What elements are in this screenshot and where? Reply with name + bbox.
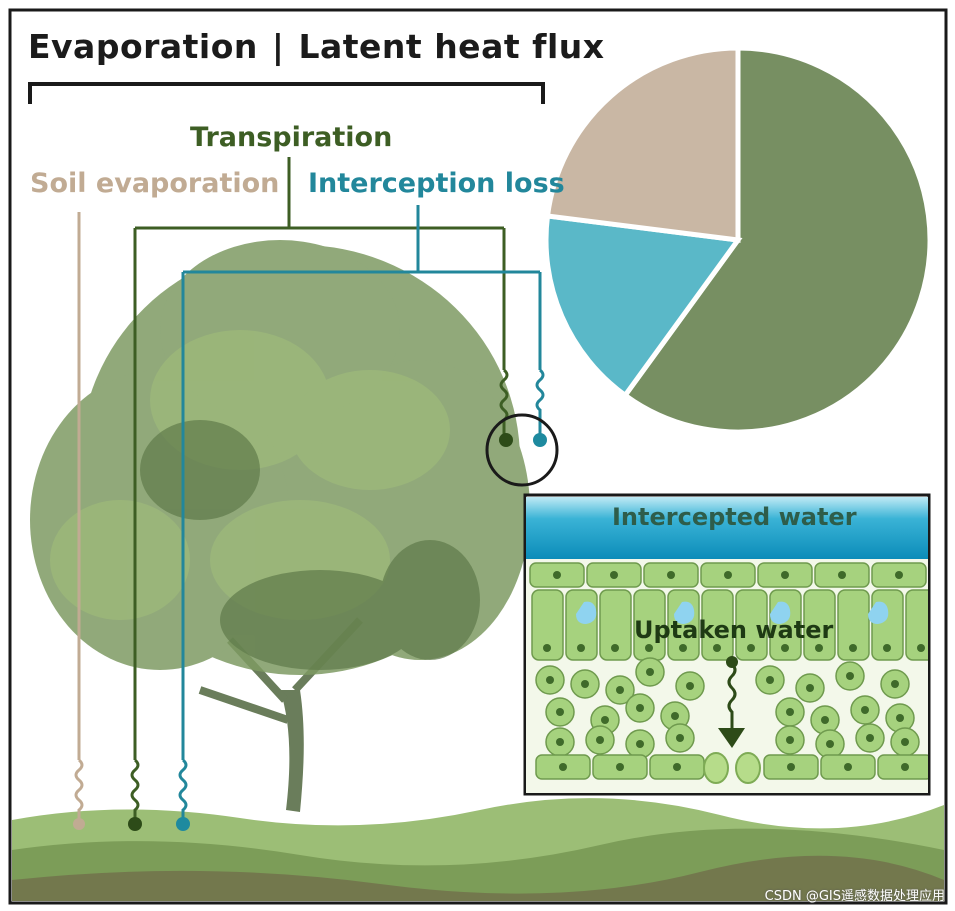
- magnifier-circle: [485, 413, 559, 487]
- ground-grass: [12, 798, 944, 901]
- connector-lines: [77, 157, 542, 760]
- leaf-transpiration-dot: [499, 433, 513, 447]
- leaf-interception-dot: [533, 433, 547, 447]
- uptaken-water-arrow: [727, 662, 737, 730]
- uptaken-water-label: Uptaken water: [634, 616, 834, 644]
- pie-slice-transpiration: [621, 45, 933, 435]
- stoma-guard-cell: [703, 752, 729, 784]
- interception-dot: [176, 817, 190, 831]
- pie-slice-soil-evaporation: [544, 45, 741, 243]
- stoma-guard-cell: [735, 752, 761, 784]
- title-separator: |: [271, 27, 285, 66]
- leaf-cells: [529, 562, 928, 780]
- transpiration-label: Transpiration: [190, 122, 393, 153]
- soil-evaporation-dot: [73, 818, 85, 830]
- intercepted-water-layer: [526, 497, 928, 559]
- pie-slice-interception-loss: [543, 213, 743, 399]
- diagram-title: Evaporation | Latent heat flux: [28, 30, 605, 63]
- title-latent-heat-flux: Latent heat flux: [298, 27, 605, 66]
- watermark: CSDN @GIS遥感数据处理应用: [764, 889, 945, 904]
- interception-loss-label: Interception loss: [308, 168, 565, 199]
- pie-chart: [543, 45, 933, 435]
- tree-illustration: [30, 240, 530, 812]
- leaf-cross-section-inset: [523, 493, 931, 796]
- soil-evaporation-label: Soil evaporation: [30, 168, 280, 199]
- transpiration-dot: [128, 817, 142, 831]
- vapour-squiggles: [74, 368, 545, 822]
- title-bracket: [28, 82, 545, 104]
- intercepted-water-label: Intercepted water: [612, 503, 857, 531]
- title-evaporation: Evaporation: [28, 27, 258, 66]
